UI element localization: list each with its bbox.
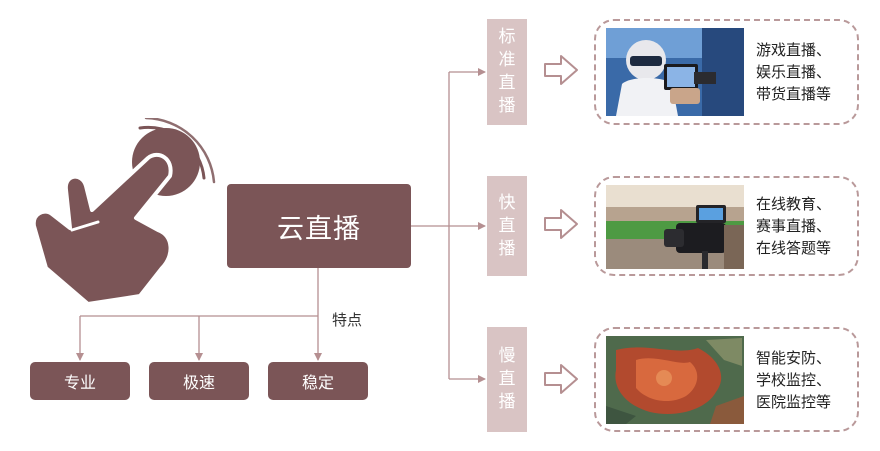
cloud-live-label: 云直播 — [277, 213, 361, 245]
category-card-fast: 在线教育、 赛事直播、 在线答题等 — [594, 176, 859, 276]
tag-char: 播 — [498, 96, 516, 116]
features-label: 特点 — [332, 311, 363, 329]
category-card-slow: 智能安防、 学校监控、 医院监控等 — [594, 327, 859, 432]
desc-line: 医院监控等 — [756, 392, 832, 411]
feature-professional: 专业 — [30, 362, 130, 400]
tag-char: 标 — [498, 27, 516, 47]
outline-arrow-icon — [544, 209, 578, 239]
feature-label: 稳定 — [301, 373, 334, 392]
category-card-standard: 游戏直播、 娱乐直播、 带货直播等 — [594, 19, 859, 125]
desc-line: 游戏直播、 — [756, 41, 832, 59]
desc-line: 娱乐直播、 — [756, 63, 832, 81]
feature-stable: 稳定 — [268, 362, 368, 400]
stadium-camera-photo — [606, 185, 744, 269]
feature-label: 专业 — [63, 373, 96, 392]
tag-char: 直 — [498, 369, 516, 389]
desc-line: 在线教育、 — [756, 195, 832, 213]
category-tag-standard: 标 准 直 播 — [487, 19, 527, 125]
tag-char: 快 — [498, 192, 516, 213]
feature-label: 极速 — [182, 373, 215, 392]
category-tag-slow: 慢 直 播 — [487, 327, 527, 432]
tag-char: 播 — [498, 238, 516, 259]
cloud-live-main-box: 云直播 — [227, 184, 411, 268]
feature-fast: 极速 — [149, 362, 249, 400]
hand-tap-icon — [31, 118, 216, 304]
category-description: 游戏直播、 娱乐直播、 带货直播等 — [756, 39, 831, 105]
desc-line: 在线答题等 — [756, 239, 832, 257]
desc-line: 带货直播等 — [756, 85, 832, 103]
aerial-map-photo — [606, 336, 744, 424]
category-description: 在线教育、 赛事直播、 在线答题等 — [756, 193, 831, 259]
category-tag-fast: 快 直 播 — [487, 176, 527, 276]
tag-char: 直 — [498, 73, 516, 93]
racing-helmet-filming-photo — [606, 28, 744, 116]
category-description: 智能安防、 学校监控、 医院监控等 — [756, 347, 831, 413]
outline-arrow-icon — [544, 55, 578, 85]
tag-char: 慢 — [498, 346, 516, 366]
outline-arrow-icon — [544, 364, 578, 394]
tag-char: 直 — [498, 215, 516, 236]
desc-line: 赛事直播、 — [756, 217, 832, 235]
tag-char: 播 — [498, 392, 516, 412]
tag-char: 准 — [498, 50, 516, 70]
desc-line: 智能安防、 — [756, 348, 832, 367]
desc-line: 学校监控、 — [756, 370, 832, 389]
